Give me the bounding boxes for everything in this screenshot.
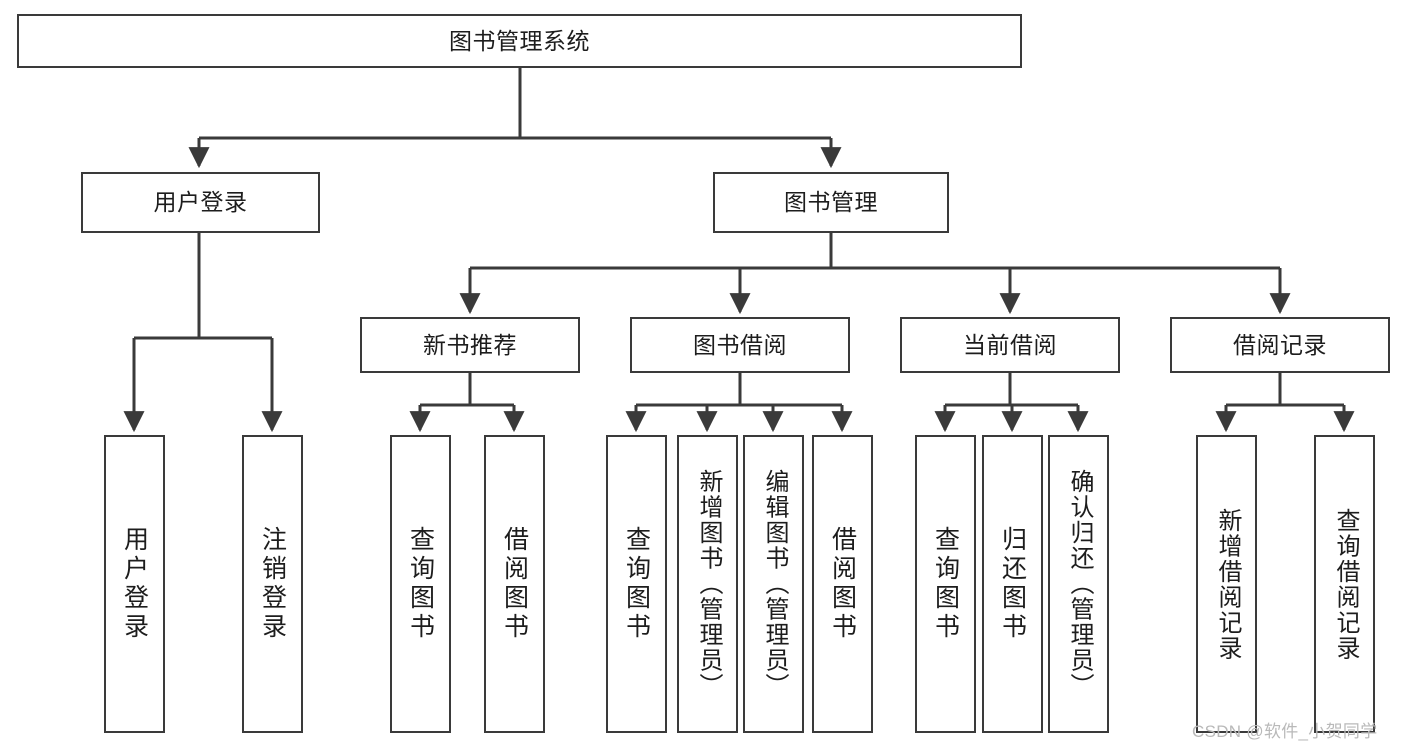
node-leaf-query-record[interactable]: 查询借阅记录 bbox=[1314, 435, 1375, 733]
node-label: 借阅图书 bbox=[828, 526, 857, 642]
node-leaf-query-book-3[interactable]: 查询图书 bbox=[915, 435, 976, 733]
node-label: 借阅记录 bbox=[1233, 331, 1327, 358]
node-leaf-return-book[interactable]: 归还图书 bbox=[982, 435, 1043, 733]
node-label: 图书管理系统 bbox=[449, 27, 590, 54]
node-leaf-confirm-return[interactable]: 确认归还（管理员） bbox=[1048, 435, 1109, 733]
node-label: 用户登录 bbox=[120, 526, 149, 642]
node-label: 新增图书（管理员） bbox=[694, 469, 722, 699]
node-user-login[interactable]: 用户登录 bbox=[81, 172, 320, 233]
node-label: 查询图书 bbox=[931, 526, 960, 642]
node-label: 查询图书 bbox=[406, 526, 435, 642]
node-leaf-logout[interactable]: 注销登录 bbox=[242, 435, 303, 733]
node-new-book-recommend[interactable]: 新书推荐 bbox=[360, 317, 580, 373]
node-leaf-query-book-1[interactable]: 查询图书 bbox=[390, 435, 451, 733]
node-label: 确认归还（管理员） bbox=[1065, 469, 1093, 699]
node-root-book-management-system[interactable]: 图书管理系统 bbox=[17, 14, 1022, 68]
node-label: 注销登录 bbox=[258, 526, 287, 642]
node-leaf-add-record[interactable]: 新增借阅记录 bbox=[1196, 435, 1257, 733]
node-label: 用户登录 bbox=[153, 189, 248, 215]
node-label: 图书借阅 bbox=[693, 331, 787, 358]
node-current-borrow[interactable]: 当前借阅 bbox=[900, 317, 1120, 373]
node-label: 查询图书 bbox=[622, 526, 651, 642]
node-book-borrow[interactable]: 图书借阅 bbox=[630, 317, 850, 373]
node-label: 归还图书 bbox=[998, 526, 1027, 642]
node-leaf-borrow-book-2[interactable]: 借阅图书 bbox=[812, 435, 873, 733]
node-label: 图书管理 bbox=[784, 189, 878, 215]
node-leaf-user-login[interactable]: 用户登录 bbox=[104, 435, 165, 733]
node-label: 编辑图书（管理员） bbox=[760, 469, 788, 699]
node-leaf-edit-book[interactable]: 编辑图书（管理员） bbox=[743, 435, 804, 733]
watermark-text: CSDN @软件_小贺同学 bbox=[1192, 722, 1378, 741]
node-leaf-query-book-2[interactable]: 查询图书 bbox=[606, 435, 667, 733]
node-label: 查询借阅记录 bbox=[1331, 507, 1359, 661]
node-leaf-add-book[interactable]: 新增图书（管理员） bbox=[677, 435, 738, 733]
node-label: 借阅图书 bbox=[500, 526, 529, 642]
node-borrow-record[interactable]: 借阅记录 bbox=[1170, 317, 1390, 373]
node-leaf-borrow-book-1[interactable]: 借阅图书 bbox=[484, 435, 545, 733]
node-book-manage[interactable]: 图书管理 bbox=[713, 172, 949, 233]
node-label: 新增借阅记录 bbox=[1213, 507, 1241, 661]
node-label: 当前借阅 bbox=[963, 331, 1057, 358]
node-label: 新书推荐 bbox=[423, 331, 517, 358]
